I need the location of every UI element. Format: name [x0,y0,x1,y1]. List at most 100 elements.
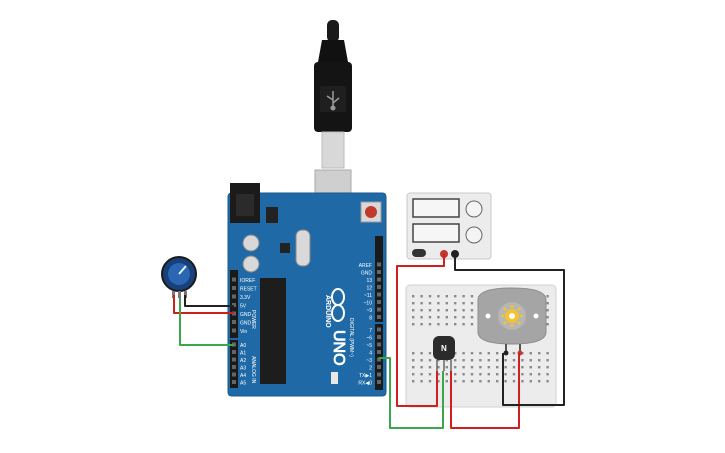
breadboard-hole[interactable] [529,366,532,369]
breadboard-hole[interactable] [546,295,549,298]
breadboard-hole[interactable] [529,359,532,362]
digital-bottom-pin-hole[interactable] [377,365,381,369]
breadboard-hole[interactable] [512,380,516,383]
breadboard-hole[interactable] [420,373,423,376]
breadboard-hole[interactable] [546,316,549,319]
power-pin-hole[interactable] [232,294,236,299]
breadboard-hole[interactable] [521,373,524,376]
breadboard-hole[interactable] [412,380,415,383]
breadboard-hole[interactable] [420,323,423,326]
digital-bottom-pin-hole[interactable] [377,342,381,347]
breadboard-hole[interactable] [479,373,482,376]
breadboard-hole[interactable] [412,352,415,355]
breadboard-hole[interactable] [470,302,474,305]
breadboard-hole[interactable] [470,373,474,376]
breadboard-hole[interactable] [512,352,516,355]
wire-pot-to-gnd[interactable] [184,295,234,307]
breadboard-hole[interactable] [479,380,482,383]
breadboard-hole[interactable] [462,316,465,319]
breadboard-hole[interactable] [504,366,507,369]
breadboard-hole[interactable] [428,309,432,312]
breadboard-hole[interactable] [512,359,516,362]
breadboard-hole[interactable] [521,359,524,362]
breadboard-hole[interactable] [454,302,457,305]
breadboard-hole[interactable] [454,323,457,326]
breadboard-hole[interactable] [546,373,549,376]
digital-bottom-pin-hole[interactable] [377,350,381,354]
breadboard-hole[interactable] [462,373,465,376]
breadboard-hole[interactable] [521,380,524,383]
arduino-uno-board[interactable]: ARDUINO UNO POWER ANALOG IN DIGITAL (PWM… [227,183,387,397]
breadboard-hole[interactable] [462,302,465,305]
breadboard-hole[interactable] [546,359,549,362]
breadboard-hole[interactable] [487,373,490,376]
power-pin-hole[interactable] [232,286,236,290]
breadboard-hole[interactable] [487,380,490,383]
breadboard-hole[interactable] [412,309,415,312]
breadboard-hole[interactable] [546,352,549,355]
breadboard-hole[interactable] [420,302,423,305]
breadboard-hole[interactable] [470,352,474,355]
analog-pin-hole[interactable] [232,357,236,362]
breadboard-hole[interactable] [496,366,499,369]
breadboard-hole[interactable] [454,359,457,362]
breadboard-hole[interactable] [437,366,440,369]
wire-supply-pos-to-breadboard[interactable] [396,254,445,407]
breadboard-hole[interactable] [428,352,432,355]
breadboard-hole[interactable] [496,380,499,383]
breadboard-hole[interactable] [496,359,499,362]
breadboard-hole[interactable] [462,359,465,362]
wire-pot-to-a0[interactable] [179,298,234,346]
digital-top-pin-hole[interactable] [377,270,381,274]
breadboard-hole[interactable] [437,295,440,298]
breadboard-hole[interactable] [445,295,448,298]
breadboard-hole[interactable] [445,380,448,383]
breadboard-hole[interactable] [512,373,516,376]
breadboard-hole[interactable] [470,359,474,362]
breadboard-hole[interactable] [504,359,507,362]
breadboard-hole[interactable] [428,380,432,383]
breadboard-hole[interactable] [454,316,457,319]
digital-bottom-pin-hole[interactable] [377,372,381,377]
wire-d4-to-transistor-base[interactable] [379,357,444,429]
digital-top-pin-hole[interactable] [377,307,381,312]
power-supply[interactable] [406,192,492,260]
digital-bottom-pin-hole[interactable] [377,327,381,332]
breadboard-hole[interactable] [454,373,457,376]
breadboard-hole[interactable] [454,295,457,298]
breadboard-hole[interactable] [462,380,465,383]
breadboard-hole[interactable] [470,323,474,326]
breadboard-hole[interactable] [445,316,448,319]
breadboard-hole[interactable] [420,352,423,355]
dc-motor[interactable] [477,287,547,356]
digital-top-pin-hole[interactable] [377,262,381,267]
analog-pin-hole[interactable] [232,350,236,354]
breadboard-hole[interactable] [529,352,532,355]
breadboard-hole[interactable] [412,359,415,362]
digital-bottom-pin-hole[interactable] [377,380,381,384]
breadboard-hole[interactable] [420,380,423,383]
digital-bottom-pin-hole[interactable] [377,357,381,362]
wire-transistor-to-motor[interactable] [450,353,520,429]
breadboard-hole[interactable] [454,352,457,355]
breadboard-hole[interactable] [412,316,415,319]
breadboard-hole[interactable] [428,366,432,369]
breadboard-hole[interactable] [470,380,474,383]
breadboard-hole[interactable] [462,352,465,355]
breadboard-hole[interactable] [529,373,532,376]
npn-transistor[interactable]: N [433,336,455,371]
breadboard-hole[interactable] [538,359,541,362]
breadboard-hole[interactable] [428,316,432,319]
breadboard-hole[interactable] [538,352,541,355]
breadboard-hole[interactable] [420,359,423,362]
breadboard-hole[interactable] [437,359,440,362]
analog-pin-hole[interactable] [232,380,236,384]
breadboard-hole[interactable] [454,366,457,369]
power-pin-hole[interactable] [232,328,236,333]
breadboard-hole[interactable] [462,309,465,312]
breadboard-hole[interactable] [454,380,457,383]
power-pin-hole[interactable] [232,320,236,324]
breadboard-hole[interactable] [428,359,432,362]
breadboard-hole[interactable] [445,359,448,362]
